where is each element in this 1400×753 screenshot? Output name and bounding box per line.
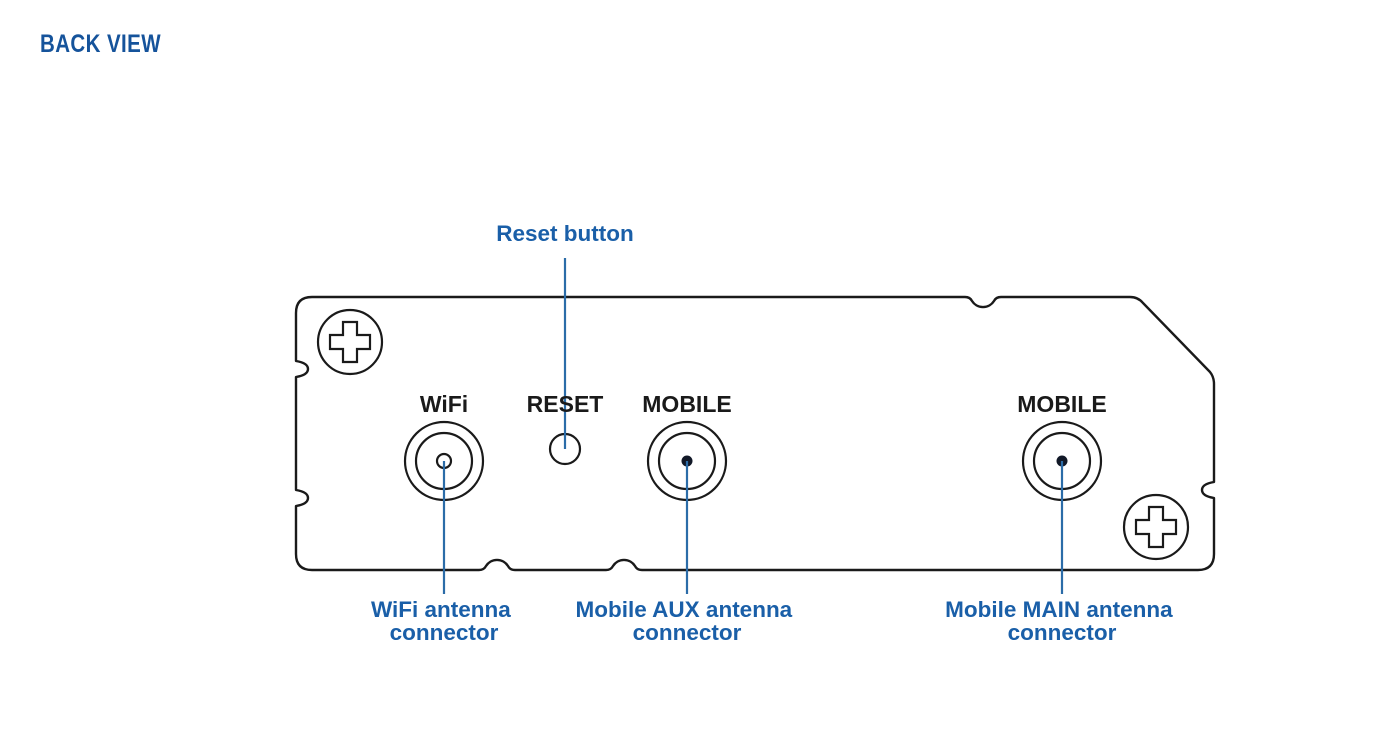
page-title: BACK VIEW [40,30,162,58]
callout-label-mobile-main-antenna-connector: Mobile MAIN antenna connector [945,597,1179,645]
callout-label-wifi-antenna-connector: WiFi antenna connector [371,597,517,645]
device-chassis-outline [294,295,1216,572]
screw-bottom-right [1122,493,1190,561]
screw-top-left [316,308,384,376]
silkscreen-label-mobile-main: MOBILE [1017,391,1106,417]
silkscreen-label-reset: RESET [527,391,604,417]
phillips-cross-icon [1134,505,1178,549]
silkscreen-label-wifi: WiFi [420,391,468,417]
silkscreen-label-mobile-aux: MOBILE [642,391,731,417]
callout-label-reset-button: Reset button [496,221,634,246]
callout-label-mobile-aux-antenna-connector: Mobile AUX antenna connector [576,597,799,645]
phillips-cross-icon [328,320,372,364]
